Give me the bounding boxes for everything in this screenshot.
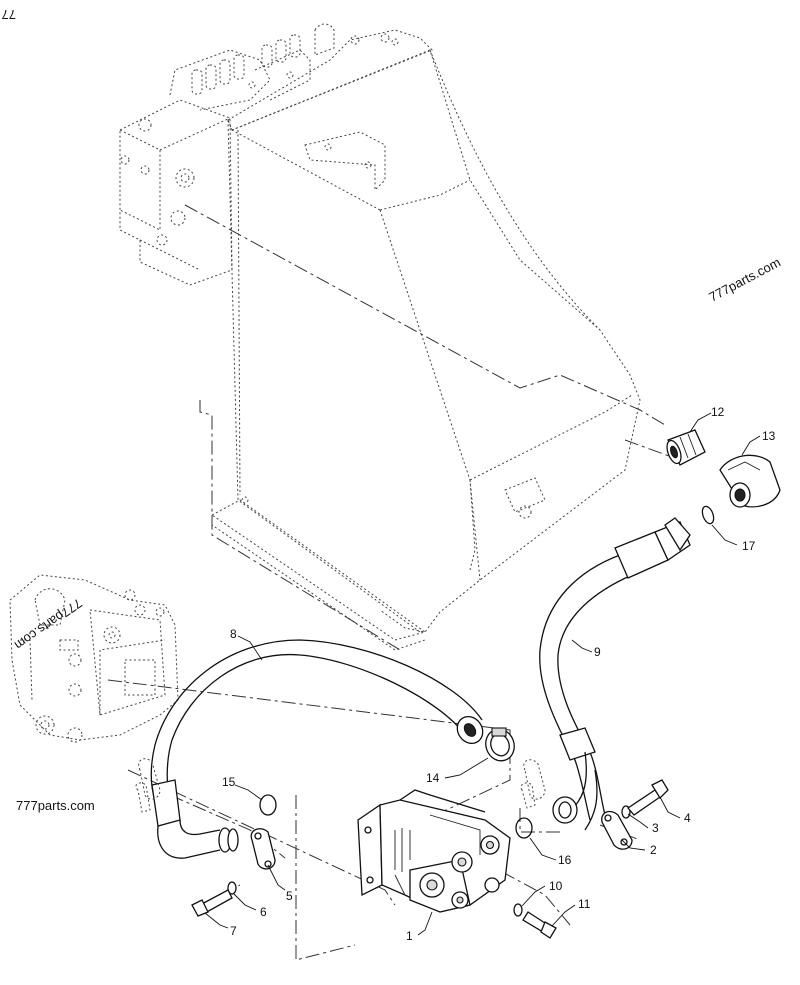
- callout-17: 17: [742, 539, 756, 553]
- callout-10: 10: [549, 879, 563, 893]
- callout-11: 11: [578, 897, 591, 911]
- ghost-flange-left: [135, 758, 161, 813]
- callout-13: 13: [762, 429, 776, 443]
- hydraulic-tank: [211, 23, 641, 651]
- bottom-watermark: 777parts.com: [16, 798, 95, 813]
- callout-14: 14: [426, 771, 440, 785]
- elbow-13: [719, 454, 781, 508]
- flange-half-5: [250, 828, 276, 870]
- callout-4: 4: [684, 811, 691, 825]
- callout-1: 1: [406, 929, 413, 943]
- bolt-11: [522, 911, 557, 939]
- ghost-flange-right: [520, 759, 546, 809]
- callout-2: 2: [650, 843, 657, 857]
- washer-6: [227, 881, 237, 895]
- hose-8: [150, 639, 484, 859]
- callouts: 1 2 3 4 5 6 7 8 9 10 11 12 13 14 15 16 1…: [222, 405, 776, 943]
- callout-6: 6: [260, 905, 267, 919]
- o-ring-17: [701, 505, 715, 525]
- bolt-7: [191, 889, 233, 917]
- callout-12: 12: [711, 405, 725, 419]
- o-ring-16: [515, 817, 533, 839]
- fitting-12: [666, 429, 706, 466]
- control-valve-block: [119, 34, 311, 286]
- clamp-14: [485, 727, 515, 762]
- callout-3: 3: [652, 821, 659, 835]
- washer-3: [621, 805, 631, 819]
- pump-1: [357, 789, 511, 913]
- callout-15: 15: [222, 775, 236, 789]
- drive-pump-assembly: [9, 574, 179, 743]
- bolt-4: [627, 779, 669, 816]
- callout-16: 16: [558, 853, 572, 867]
- o-ring-15: [259, 794, 277, 816]
- callout-5: 5: [286, 889, 293, 903]
- washer-10: [513, 903, 523, 917]
- corner-watermark: 77: [2, 7, 16, 22]
- tank-watermark: 777parts.com: [706, 254, 783, 304]
- hose-9: [539, 517, 691, 831]
- callout-9: 9: [594, 645, 601, 659]
- valve-watermark: 777parts.com: [12, 596, 85, 653]
- callout-8: 8: [230, 627, 237, 641]
- callout-7: 7: [230, 924, 237, 938]
- leader-lines: [204, 412, 761, 936]
